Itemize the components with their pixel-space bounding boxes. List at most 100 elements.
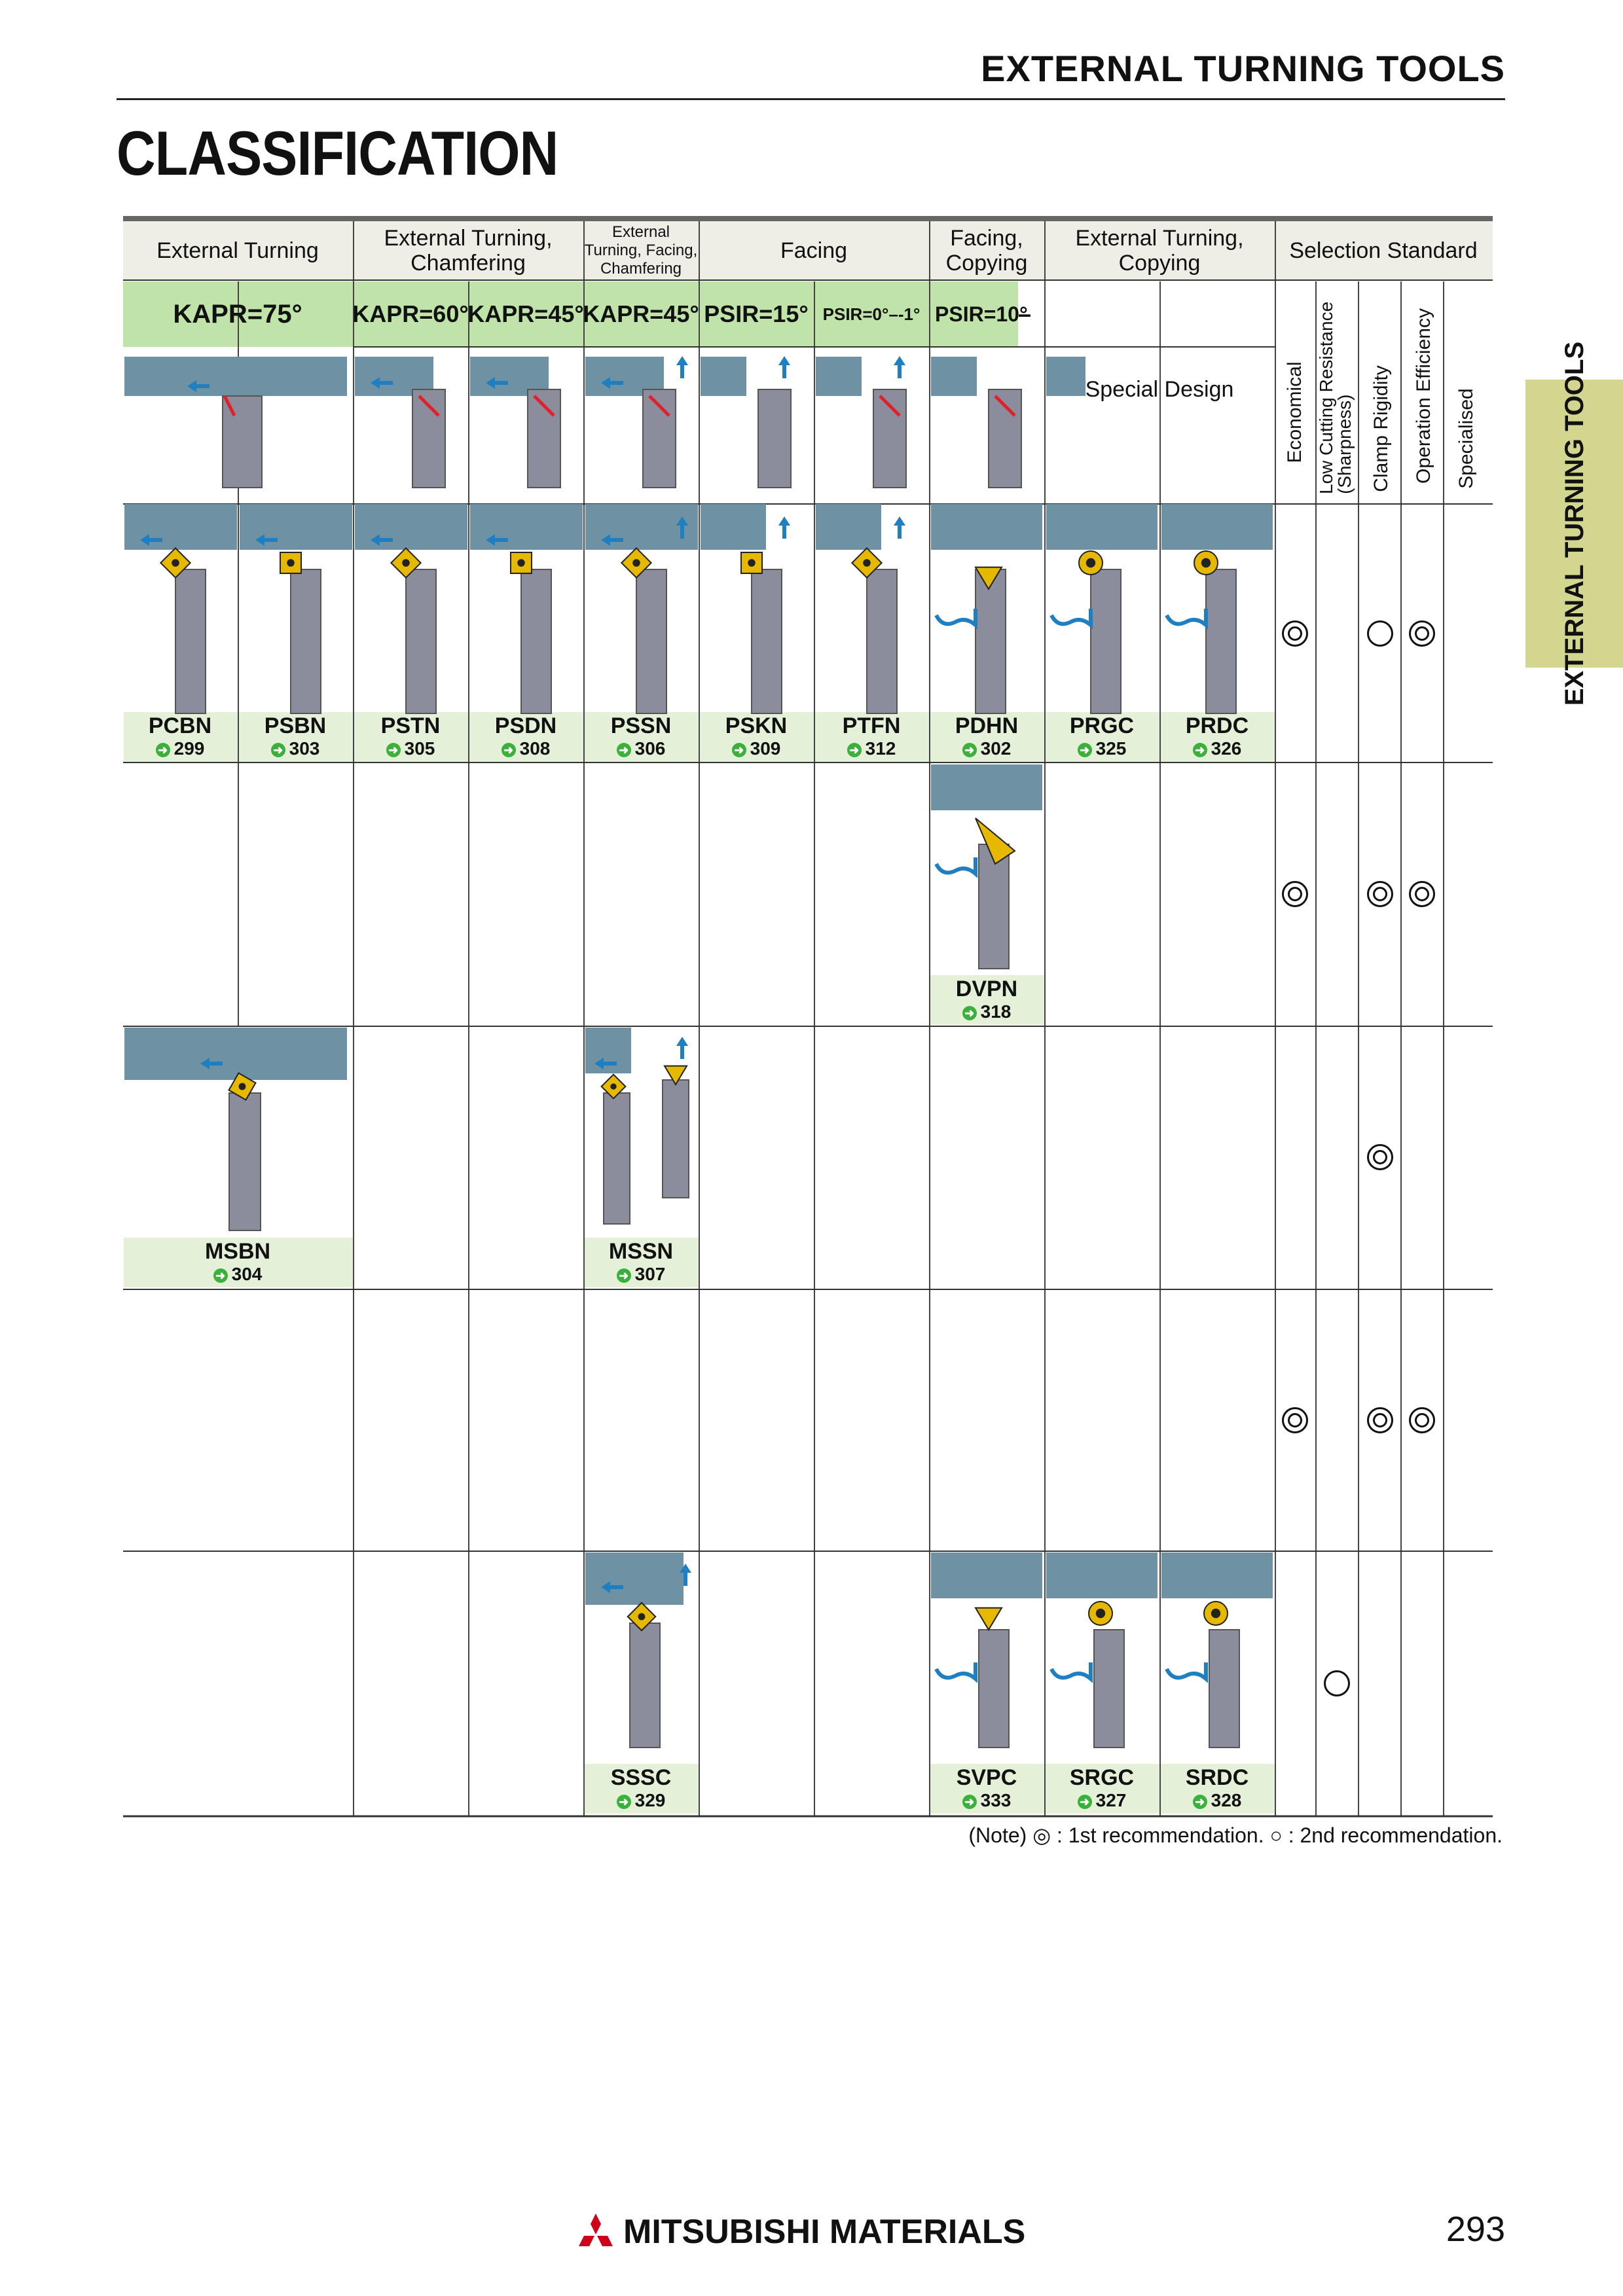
workpiece xyxy=(701,504,766,550)
first-recommendation-mark xyxy=(1367,1144,1393,1170)
holder-shank xyxy=(629,1623,661,1748)
feed-arrow-up-icon xyxy=(778,516,790,526)
tool-page-svpc[interactable]: ➜333 xyxy=(930,1790,1044,1811)
tool-label-band xyxy=(585,1764,699,1814)
tool-name-srdc: SRDC xyxy=(1185,1765,1249,1790)
insert-screw xyxy=(172,559,179,567)
workpiece xyxy=(355,504,467,550)
feed-arrow-left-icon xyxy=(255,534,264,546)
angle-psir-10: PSIR=10° xyxy=(935,302,1028,326)
workpiece-diagram xyxy=(816,357,862,396)
first-recommendation-mark xyxy=(1282,1407,1308,1433)
workpiece xyxy=(1161,504,1273,550)
tool-page-pdhn[interactable]: ➜302 xyxy=(930,738,1044,759)
tool-label-band xyxy=(585,712,699,762)
cutting-edge-mark xyxy=(648,395,670,417)
feed-arrow-up-icon xyxy=(894,356,905,365)
tool-page-pcbn[interactable]: ➜299 xyxy=(123,738,237,759)
feed-arrow-left-icon xyxy=(486,377,495,389)
tool-page-prdc[interactable]: ➜326 xyxy=(1160,738,1274,759)
page-link-icon: ➜ xyxy=(155,742,170,757)
tool-name-prdc: PRDC xyxy=(1185,713,1249,738)
workpiece-diagram xyxy=(124,357,347,396)
criterion-operation-efficiency: Operation Efficiency xyxy=(1413,308,1434,484)
tool-label-band xyxy=(930,975,1044,1025)
tool-page-mssn[interactable]: ➜307 xyxy=(584,1264,698,1285)
insert-screw xyxy=(517,559,525,567)
insert-rhombic xyxy=(975,817,1016,865)
tool-page-pssn[interactable]: ➜306 xyxy=(584,738,698,759)
tool-label-band xyxy=(469,712,583,762)
cutting-edge-mark xyxy=(994,395,1016,417)
tool-label-band xyxy=(930,712,1044,762)
page-number: 293 xyxy=(1446,2210,1505,2249)
insert-screw xyxy=(863,559,871,567)
page-link-icon: ➜ xyxy=(1077,742,1092,757)
workpiece xyxy=(470,504,583,550)
copy-path-arrow-icon xyxy=(934,609,977,630)
holder-shank xyxy=(175,569,206,714)
feed-arrow-up-icon xyxy=(676,356,688,365)
insert-triangle xyxy=(974,566,1003,590)
tool-page-psdn[interactable]: ➜308 xyxy=(469,738,583,759)
tool-label-band xyxy=(700,712,814,762)
tool-page-ptfn[interactable]: ➜312 xyxy=(814,738,928,759)
insert xyxy=(740,552,763,574)
brand-name: MITSUBISHI MATERIALS xyxy=(623,2213,1026,2251)
cutting-edge-mark xyxy=(533,395,555,417)
page-title: CLASSIFICATION xyxy=(117,118,558,188)
col-header-external-turning: External Turning xyxy=(156,238,319,263)
insert xyxy=(510,552,532,574)
angle-kapr-75: KAPR=75° xyxy=(173,299,302,329)
angle-kapr-45: KAPR=45° xyxy=(467,300,584,327)
workpiece-diagram xyxy=(1046,357,1085,396)
feed-arrow-up-icon xyxy=(676,1037,688,1046)
criterion-economical: Economical xyxy=(1284,361,1305,463)
special-design-label: Special Design xyxy=(1085,377,1234,402)
tool-page-pstn[interactable]: ➜305 xyxy=(354,738,467,759)
copy-path-arrow-icon xyxy=(1165,1662,1208,1683)
insert-screw xyxy=(1085,558,1096,568)
tool-label-band xyxy=(124,712,238,762)
workpiece xyxy=(585,1028,631,1073)
criterion-specialised: Specialised xyxy=(1455,388,1477,489)
holder-shank xyxy=(1209,1629,1240,1748)
tool-page-srgc[interactable]: ➜327 xyxy=(1045,1790,1159,1811)
workpiece xyxy=(1046,1552,1158,1598)
tool-label-band xyxy=(1046,712,1159,762)
tool-page-sssc[interactable]: ➜329 xyxy=(584,1790,698,1811)
workpiece xyxy=(124,1028,347,1080)
holder-shank xyxy=(222,395,263,488)
col-header-facing: Facing xyxy=(780,238,848,263)
holder-shank xyxy=(751,569,782,714)
tool-page-prgc[interactable]: ➜325 xyxy=(1045,738,1159,759)
feed-arrow-left-icon xyxy=(601,1581,610,1593)
feed-arrow-left-icon xyxy=(140,534,149,546)
tool-label-band xyxy=(1161,712,1275,762)
first-recommendation-mark xyxy=(1409,1407,1435,1433)
insert-screw xyxy=(402,559,410,567)
side-tab[interactable]: EXTERNAL TURNING TOOLS xyxy=(1525,342,1623,706)
tool-page-msbn[interactable]: ➜304 xyxy=(123,1264,352,1285)
tool-page-srdc[interactable]: ➜328 xyxy=(1160,1790,1274,1811)
page-link-icon: ➜ xyxy=(847,742,862,757)
first-recommendation-mark xyxy=(1367,1407,1393,1433)
feed-arrow-left-icon xyxy=(371,534,380,546)
tool-page-dvpn[interactable]: ➜318 xyxy=(930,1001,1044,1022)
second-recommendation-mark xyxy=(1367,620,1393,647)
tool-name-mssn: MSSN xyxy=(608,1239,674,1264)
tool-page-psbn[interactable]: ➜303 xyxy=(238,738,352,759)
page-link-icon: ➜ xyxy=(731,742,746,757)
workpiece xyxy=(1161,1552,1273,1598)
holder-shank xyxy=(1090,569,1122,714)
first-recommendation-mark xyxy=(1367,881,1393,907)
workpiece xyxy=(816,504,881,550)
cutting-edge-mark xyxy=(879,395,901,417)
tool-label-band xyxy=(1161,1764,1275,1814)
copy-path-arrow-icon xyxy=(1165,609,1208,630)
workpiece xyxy=(931,764,1042,810)
tool-page-pskn[interactable]: ➜309 xyxy=(699,738,813,759)
tool-name-psbn: PSBN xyxy=(264,713,327,738)
insert-triangle xyxy=(974,1607,1003,1631)
